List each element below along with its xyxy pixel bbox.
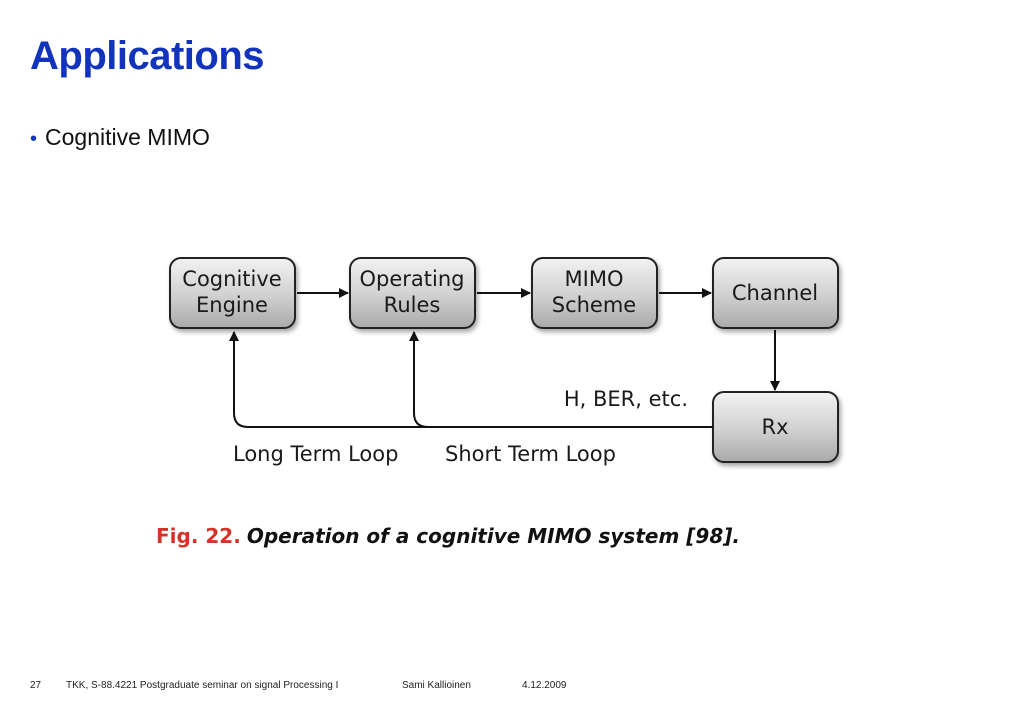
- bullet-dot-icon: •: [30, 128, 38, 150]
- box-rx-label: Rx: [761, 415, 788, 439]
- footer-author: Sami Kallioinen: [402, 680, 471, 691]
- box-channel: Channel: [712, 257, 839, 329]
- box-mimo-scheme: MIMO Scheme: [531, 257, 658, 329]
- box-rx: Rx: [712, 391, 839, 463]
- bullet-item: • Cognitive MIMO: [30, 124, 210, 151]
- box-operating-rules-line1: Operating: [360, 267, 465, 291]
- feedback-label: H, BER, etc.: [564, 387, 688, 411]
- box-channel-label: Channel: [732, 281, 818, 305]
- box-cognitive-engine: Cognitive Engine: [169, 257, 296, 329]
- footer-page-number: 27: [30, 680, 42, 691]
- long-term-loop-line: [229, 331, 713, 428]
- short-term-loop-line: [409, 331, 429, 428]
- slide-title: Applications: [30, 34, 265, 78]
- cognitive-mimo-diagram: Cognitive Engine Operating Rules MIMO Sc…: [169, 257, 839, 466]
- box-operating-rules: Operating Rules: [349, 257, 476, 329]
- short-term-loop-label: Short Term Loop: [445, 442, 616, 466]
- box-cognitive-engine-line2: Engine: [196, 293, 268, 317]
- box-cognitive-engine-line1: Cognitive: [182, 267, 281, 291]
- footer-date: 4.12.2009: [522, 680, 567, 691]
- figure-caption-text: Operation of a cognitive MIMO system [98…: [246, 524, 740, 548]
- box-mimo-scheme-line2: Scheme: [552, 293, 636, 317]
- figure-caption: Fig. 22.Operation of a cognitive MIMO sy…: [156, 524, 740, 548]
- box-mimo-scheme-line1: MIMO: [565, 267, 624, 291]
- box-operating-rules-line2: Rules: [384, 293, 441, 317]
- bullet-text: Cognitive MIMO: [45, 124, 210, 150]
- figure-number: Fig. 22.: [156, 524, 241, 548]
- footer-course: TKK, S-88.4221 Postgraduate seminar on s…: [66, 680, 339, 691]
- long-term-loop-label: Long Term Loop: [233, 442, 398, 466]
